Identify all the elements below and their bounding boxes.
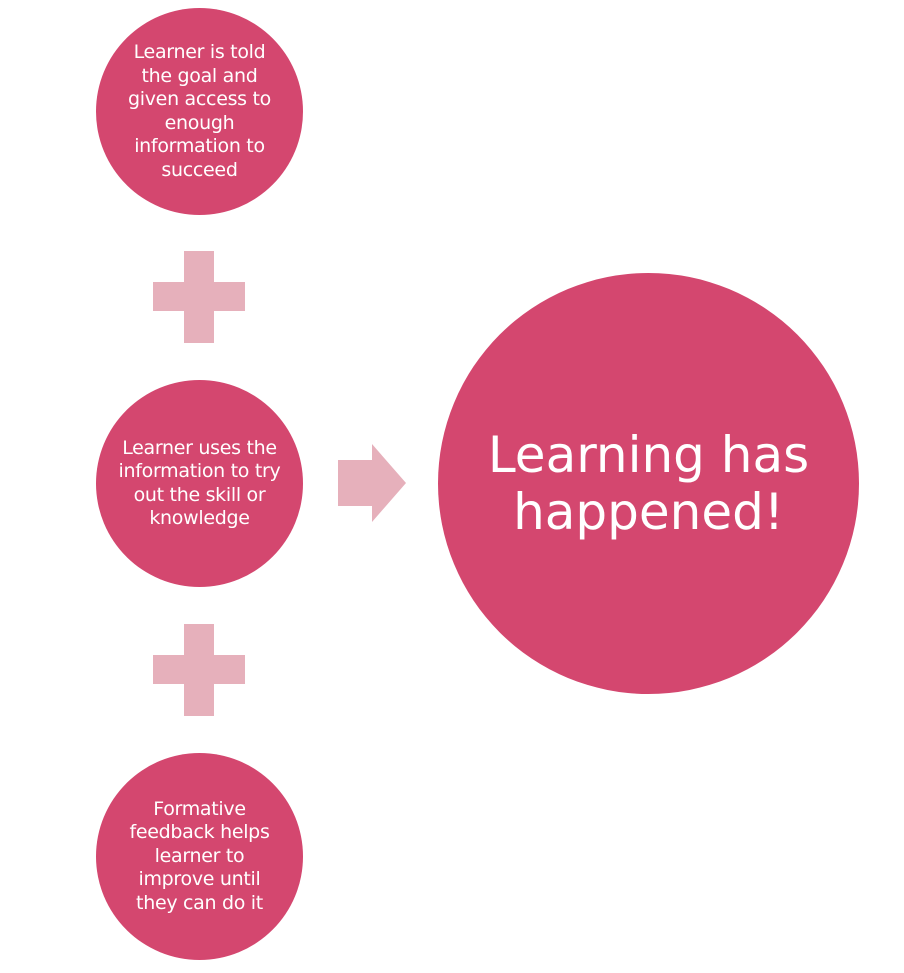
step-2-circle: Learner uses the information to try out … — [96, 380, 303, 587]
result-text: Learning has happened! — [487, 425, 810, 541]
result-circle: Learning has happened! — [438, 273, 859, 694]
step-1-text: Learner is told the goal and given acces… — [128, 41, 271, 181]
step-3-circle: Formative feedback helps learner to impr… — [96, 753, 303, 960]
step-1-circle: Learner is told the goal and given acces… — [96, 8, 303, 215]
step-2-text: Learner uses the information to try out … — [118, 436, 281, 530]
plus-icon — [153, 251, 245, 343]
step-3-text: Formative feedback helps learner to impr… — [129, 797, 270, 914]
plus-icon — [153, 624, 245, 716]
arrow-right-icon — [338, 444, 406, 522]
